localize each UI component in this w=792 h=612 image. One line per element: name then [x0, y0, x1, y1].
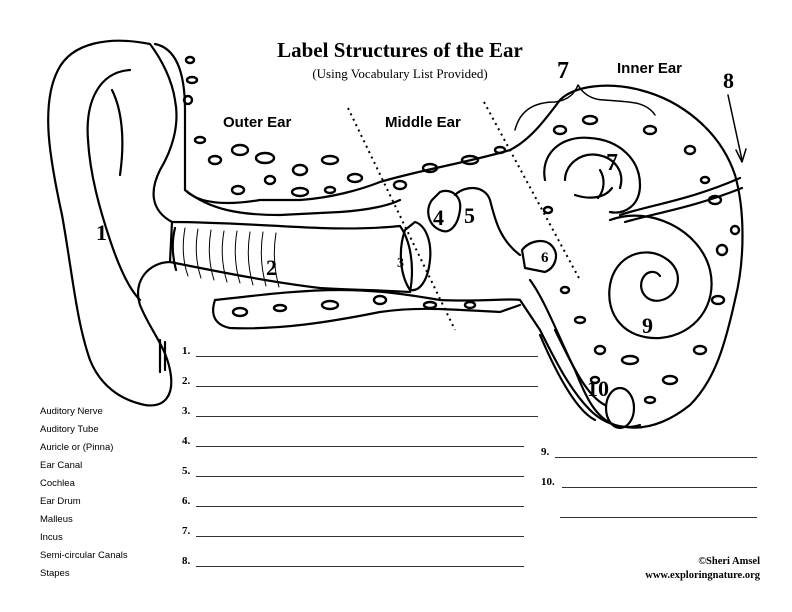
- diagram-number-8: 8: [723, 68, 734, 93]
- diagram-number-7a: 7: [557, 58, 569, 84]
- vocab-item: Ear Canal: [40, 460, 83, 471]
- answer-number-4: 4.: [182, 435, 191, 447]
- middle-inner-divider: [483, 101, 581, 281]
- auricle-shape: [47, 39, 178, 407]
- answer-line-10[interactable]: [562, 487, 757, 488]
- answer-number-1: 1.: [182, 345, 191, 357]
- answer-line-7[interactable]: [196, 536, 524, 537]
- middle-ear-label: Middle Ear: [385, 114, 461, 131]
- answer-number-6: 6.: [182, 495, 191, 507]
- outer-middle-divider: [347, 107, 456, 331]
- vocab-item: Incus: [40, 532, 63, 543]
- diagram-number-5: 5: [464, 203, 475, 228]
- outer-ear-label: Outer Ear: [223, 114, 292, 131]
- vocab-item: Cochlea: [40, 478, 75, 489]
- worksheet-subtitle: (Using Vocabulary List Provided): [312, 66, 488, 81]
- stapes: [520, 240, 558, 274]
- vocab-item: Auditory Nerve: [40, 406, 103, 417]
- vocab-item: Malleus: [40, 514, 73, 525]
- cochlea: [608, 214, 713, 340]
- answer-number-3: 3.: [182, 405, 191, 417]
- answer-line-9[interactable]: [555, 457, 757, 458]
- inner-ear-brace: [514, 84, 656, 131]
- auditory-tube: [538, 328, 607, 422]
- upper-bone: [153, 42, 744, 429]
- answer-line-extra[interactable]: [560, 517, 757, 518]
- diagram-number-6: 6: [541, 250, 549, 266]
- answer-number-5: 5.: [182, 465, 191, 477]
- answer-number-10: 10.: [541, 476, 555, 488]
- diagram-number-1: 1: [96, 220, 107, 245]
- vocab-item: Stapes: [40, 568, 70, 579]
- inner-ear-label: Inner Ear: [617, 60, 683, 77]
- lower-bone: [212, 288, 642, 428]
- answer-line-4[interactable]: [196, 446, 524, 447]
- answer-number-8: 8.: [182, 555, 191, 567]
- vocab-item: Auricle or (Pinna): [40, 442, 114, 453]
- auricle-helix-fold: [110, 88, 124, 177]
- diagram-number-7b: 7: [606, 150, 618, 176]
- vocab-item: Ear Drum: [40, 496, 81, 507]
- ear-canal: [170, 220, 402, 230]
- auditory-nerve: [618, 176, 744, 224]
- answer-number-9: 9.: [541, 446, 550, 458]
- answer-line-8[interactable]: [196, 566, 524, 567]
- answer-line-5[interactable]: [196, 476, 524, 477]
- diagram-number-2: 2: [266, 255, 277, 280]
- answer-line-6[interactable]: [196, 506, 524, 507]
- pointer-arrow: [727, 94, 747, 163]
- vocab-item: Semi-circular Canals: [40, 550, 128, 561]
- answer-line-3[interactable]: [196, 416, 538, 417]
- diagram-number-3: 3: [397, 256, 404, 271]
- credit-author: ©Sheri Amsel: [698, 556, 760, 567]
- credit-website: www.exploringnature.org: [645, 570, 760, 581]
- auricle-inner-fold: [86, 68, 142, 302]
- semicircular-canals: [543, 136, 642, 214]
- malleus: [399, 220, 432, 292]
- incus: [427, 189, 462, 233]
- answer-line-2[interactable]: [196, 386, 538, 387]
- worksheet-title: Label Structures of the Ear: [277, 38, 523, 62]
- answer-line-1[interactable]: [196, 356, 538, 357]
- diagram-number-10: 10: [587, 376, 609, 401]
- ear-drum: [398, 224, 414, 294]
- vocab-item: Auditory Tube: [40, 424, 99, 435]
- answer-number-7: 7.: [182, 525, 191, 537]
- diagram-number-4: 4: [433, 205, 444, 230]
- answer-number-2: 2.: [182, 375, 191, 387]
- diagram-number-9: 9: [642, 313, 653, 338]
